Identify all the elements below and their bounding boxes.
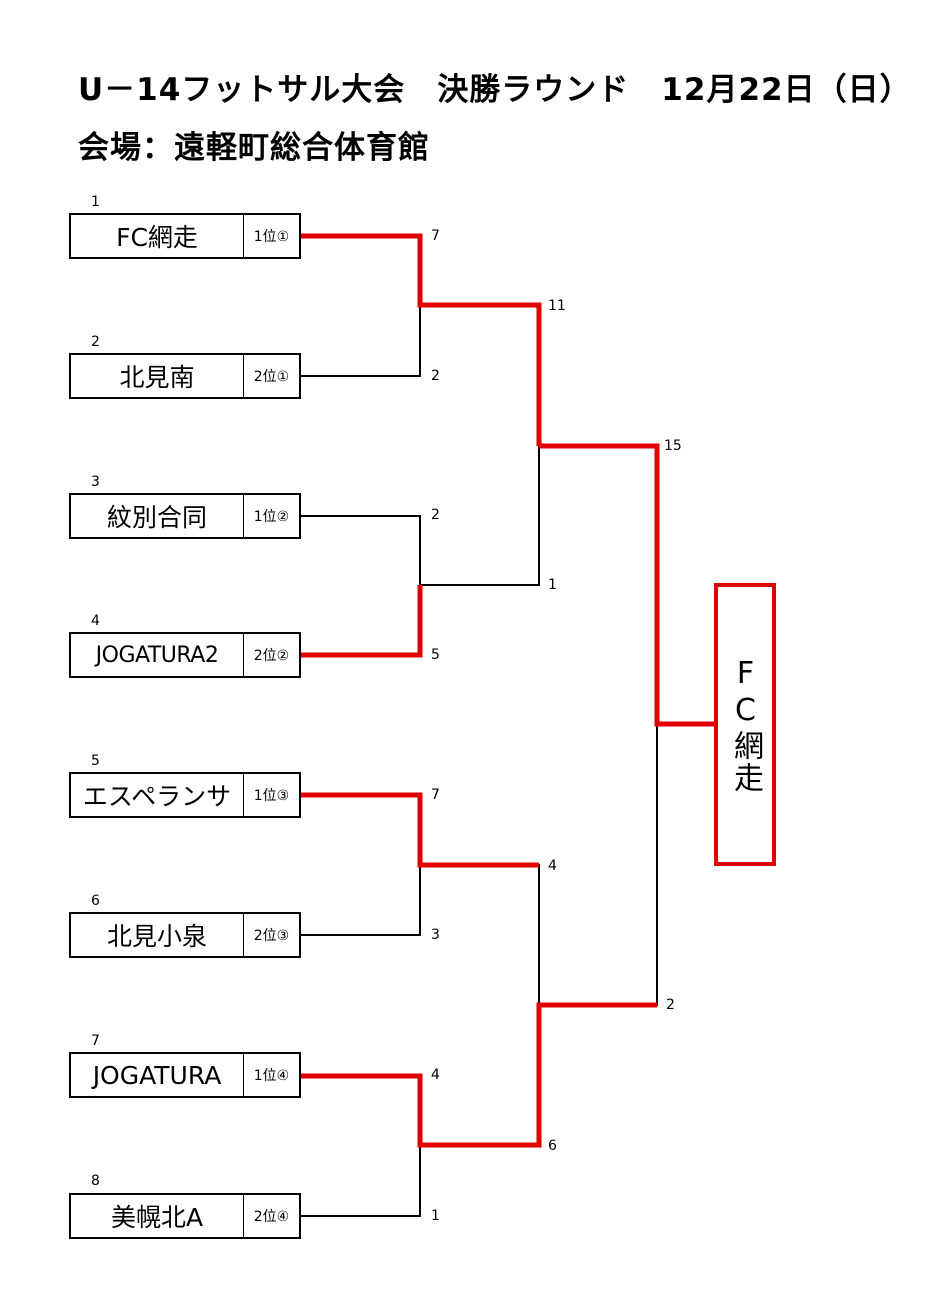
team-name: 美幌北A — [71, 1195, 244, 1237]
team-rank: 1位① — [253, 229, 290, 245]
score-r1: 2 — [431, 507, 440, 523]
winner-line-r1-5 — [301, 792, 539, 868]
bracket-line-r1-6 — [301, 865, 421, 936]
winner-line-r1-4 — [301, 585, 423, 658]
team-rank: 2位② — [253, 648, 290, 664]
team-name: JOGATURA — [71, 1054, 244, 1096]
winner-line-r1-7 — [301, 1002, 657, 1148]
winner-box: FC網走 — [714, 583, 776, 866]
score-r1: 5 — [431, 647, 440, 663]
team-box: FC網走 1位① — [69, 213, 301, 259]
score-final: 15 — [664, 438, 682, 454]
score-final: 2 — [666, 997, 675, 1013]
team-name: 紋別合同 — [71, 495, 244, 537]
winner-line-r1-1 — [301, 233, 542, 446]
seed-number: 4 — [91, 613, 100, 629]
team-rank: 1位④ — [253, 1068, 290, 1084]
score-r1: 4 — [431, 1067, 440, 1083]
winner-line-final-1 — [539, 443, 714, 727]
team-box: 北見南 2位① — [69, 353, 301, 399]
bracket-line-r1-3 — [301, 515, 421, 585]
seed-number: 3 — [91, 474, 100, 490]
page-title: U－14フットサル大会 決勝ラウンド 12月22日（日） — [78, 72, 912, 108]
team-box: JOGATURA 1位④ — [69, 1052, 301, 1098]
team-name: エスペランサ — [71, 774, 244, 816]
team-name: JOGATURA2 — [71, 634, 244, 676]
team-rank: 2位③ — [253, 928, 290, 944]
score-r1: 7 — [431, 228, 440, 244]
score-r2: 6 — [548, 1138, 557, 1154]
team-rank: 2位① — [253, 369, 290, 385]
team-name: 北見小泉 — [71, 914, 244, 956]
team-name: 北見南 — [71, 355, 244, 397]
team-name: FC網走 — [71, 215, 244, 257]
seed-number: 6 — [91, 893, 100, 909]
seed-number: 1 — [91, 194, 100, 210]
team-box: 美幌北A 2位④ — [69, 1193, 301, 1239]
score-r2: 1 — [548, 577, 557, 593]
seed-number: 2 — [91, 334, 100, 350]
score-r1: 7 — [431, 787, 440, 803]
bracket-line-r2-2 — [420, 446, 540, 586]
team-rank: 2位④ — [253, 1209, 290, 1225]
venue-title: 会場：遠軽町総合体育館 — [78, 130, 430, 166]
team-rank: 1位③ — [253, 788, 290, 804]
seed-number: 7 — [91, 1033, 100, 1049]
team-box: JOGATURA2 2位② — [69, 632, 301, 678]
seed-number: 8 — [91, 1173, 100, 1189]
team-rank: 1位② — [253, 509, 290, 525]
score-r1: 3 — [431, 927, 440, 943]
score-r1: 2 — [431, 368, 440, 384]
bracket-line-r1-8 — [301, 1145, 421, 1217]
score-r1: 1 — [431, 1208, 440, 1224]
score-r2: 11 — [548, 298, 566, 314]
bracket-line-r1-2 — [301, 305, 421, 377]
winner-name: FC網走 — [728, 655, 763, 794]
score-r2: 4 — [548, 858, 557, 874]
seed-number: 5 — [91, 753, 100, 769]
team-box: エスペランサ 1位③ — [69, 772, 301, 818]
team-box: 北見小泉 2位③ — [69, 912, 301, 958]
team-box: 紋別合同 1位② — [69, 493, 301, 539]
